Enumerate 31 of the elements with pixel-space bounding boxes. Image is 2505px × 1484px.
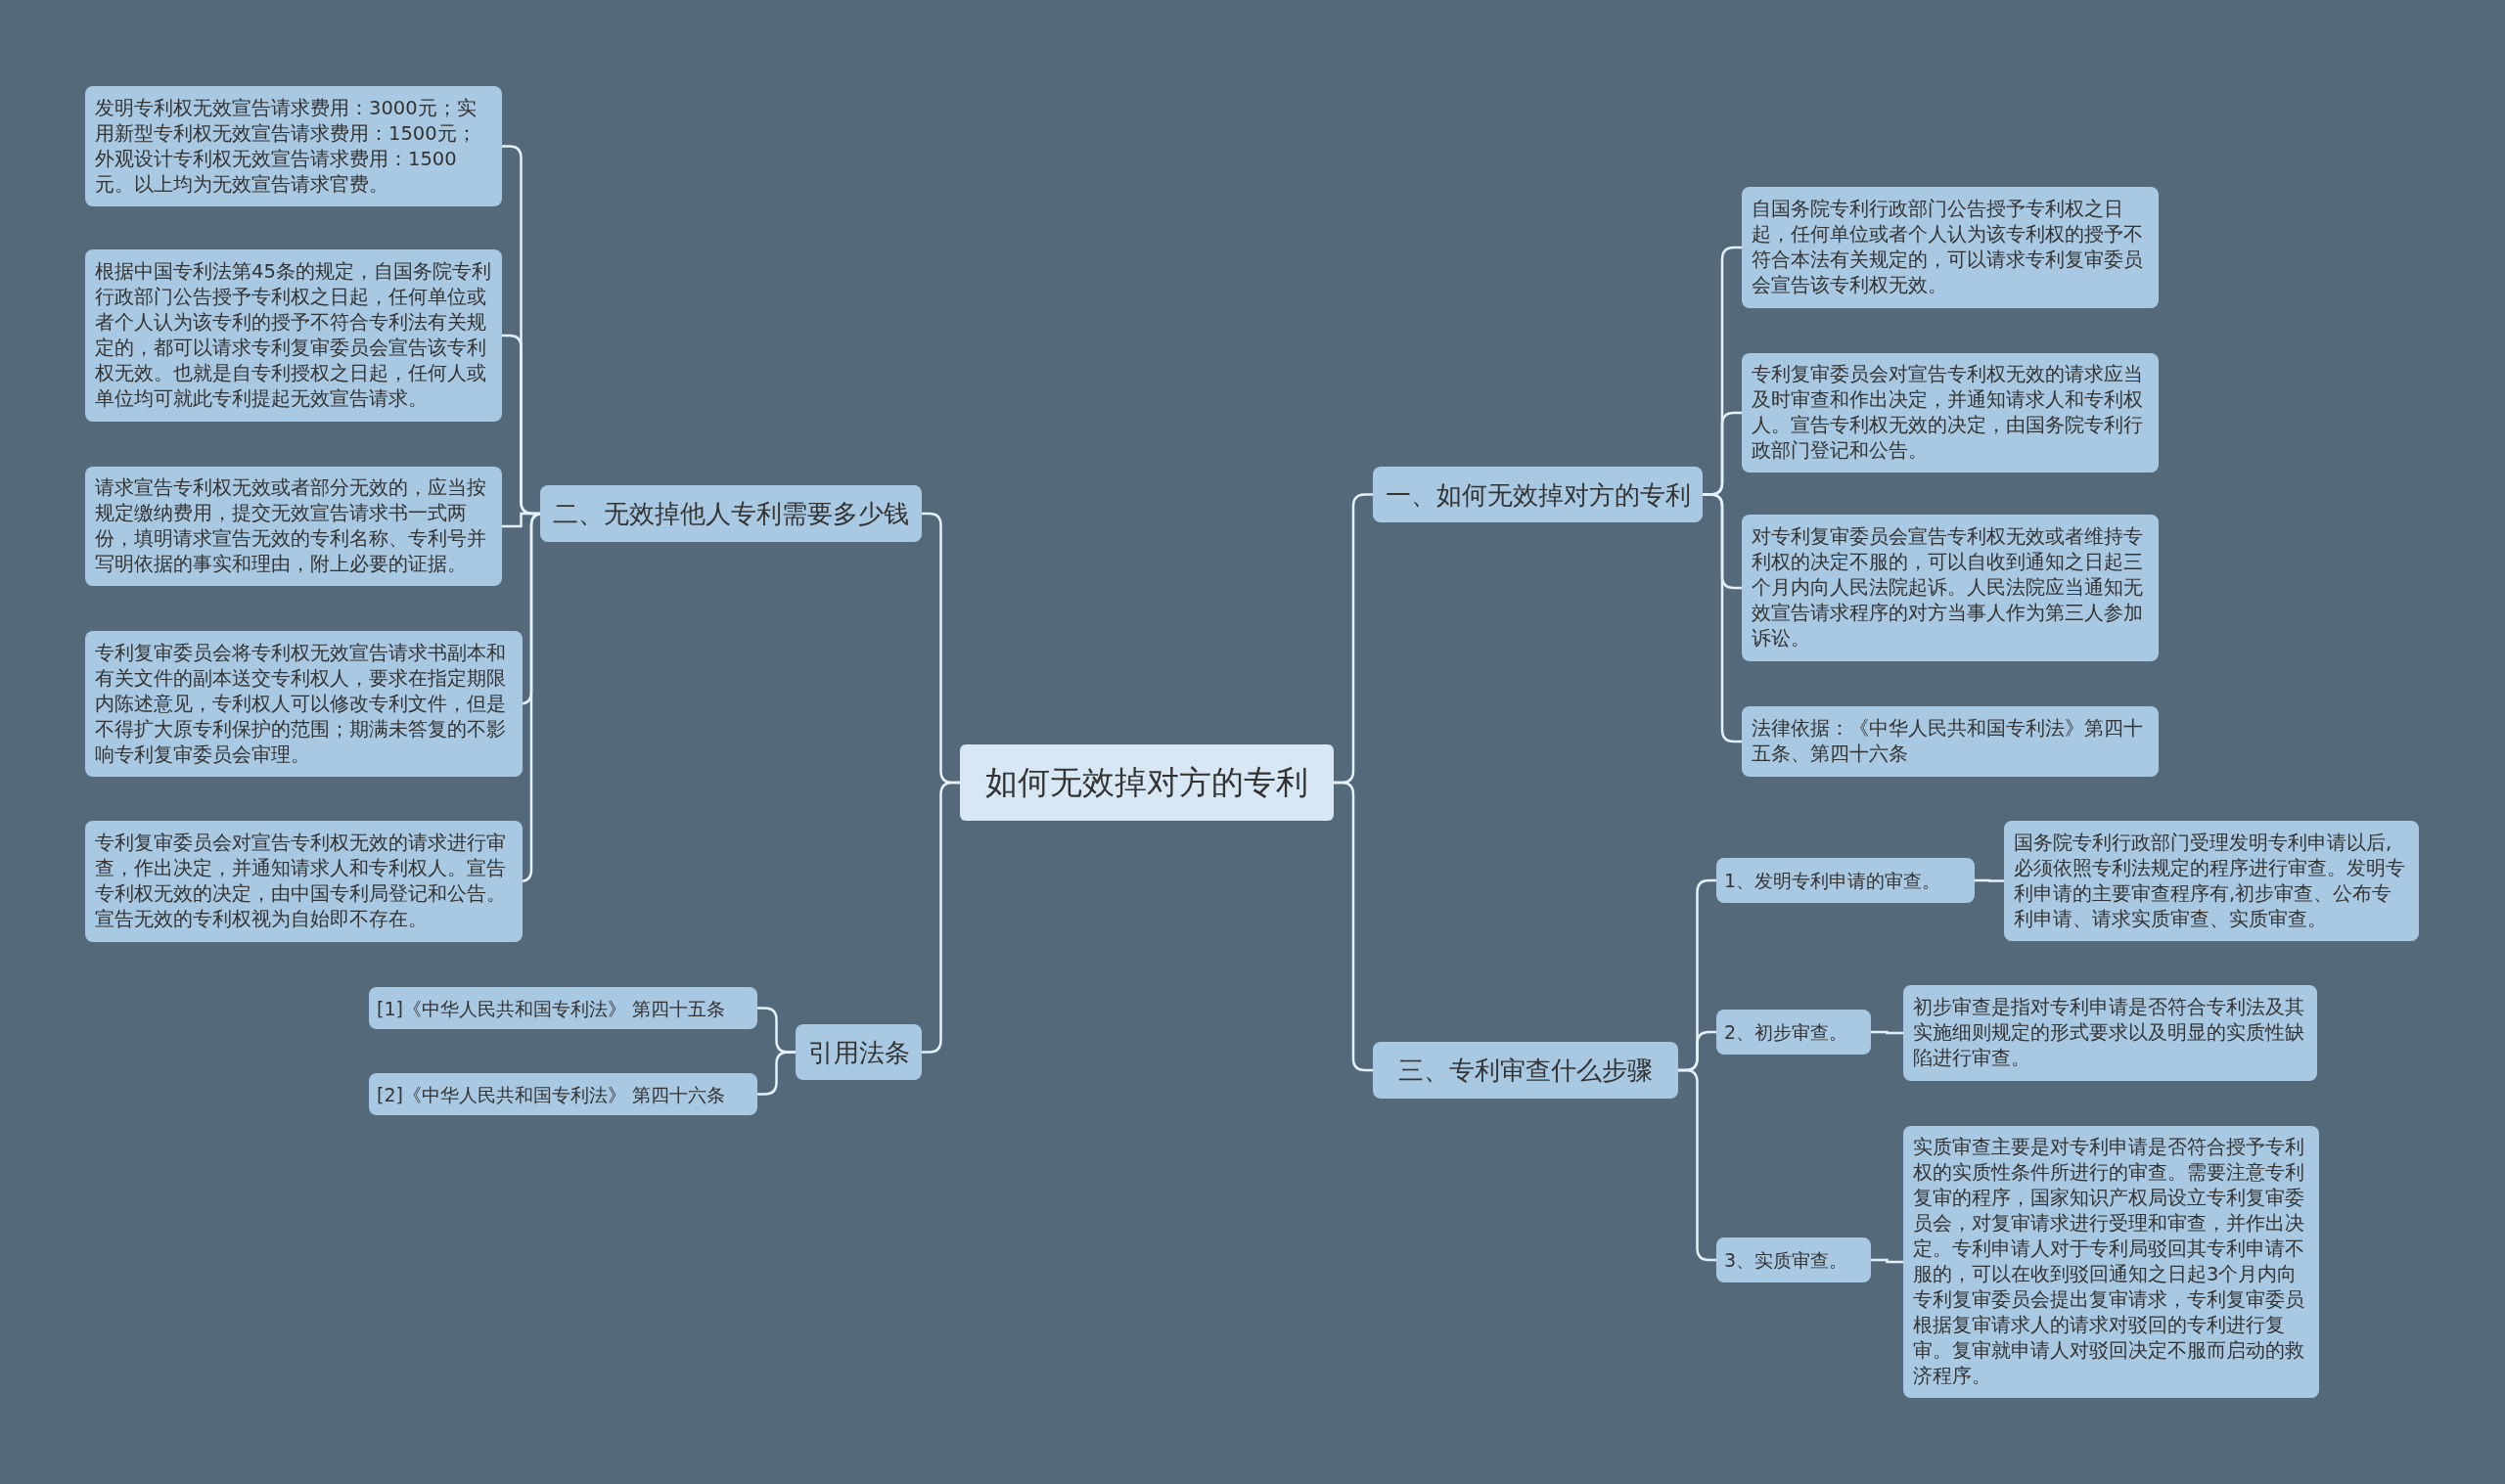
note-box: 对专利复审委员会宣告专利权无效或者维持专利权的决定不服的，可以自收到通知之日起三个月内向人民法院起诉。人民法院应当通知无效宣告请求程序的对方当事人作为第三人参加诉讼。 bbox=[1742, 515, 2159, 661]
subtopic-box: 2、初步审查。 bbox=[1716, 1010, 1871, 1055]
note-box: 专利复审委员会对宣告专利权无效的请求应当及时审查和作出决定，并通知请求人和专利权人。宣告专利权无效的决定，由国务院专利行政部门登记和公告。 bbox=[1742, 353, 2159, 472]
connector-line bbox=[1703, 493, 1742, 743]
note-box: 自国务院专利行政部门公告授予专利权之日起，任何单位或者个人认为该专利权的授予不符合本法有关规定的，可以请求专利复审委员会宣告该专利权无效。 bbox=[1742, 187, 2159, 308]
note-box: 发明专利权无效宣告请求费用：3000元；实用新型专利权无效宣告请求费用：1500元；外观设计专利权无效宣告请求费用：1500元。以上均为无效宣告请求官费。 bbox=[85, 86, 502, 206]
note-box: 初步审查是指对专利申请是否符合专利法及其实施细则规定的形式要求以及明显的实质性缺陷进行审查。 bbox=[1903, 985, 2317, 1081]
connector-line bbox=[1678, 1068, 1716, 1262]
branch-topic: 二、无效掉他人专利需要多少钱 bbox=[540, 485, 922, 542]
note-box: 实质审查主要是对专利申请是否符合授予专利权的实质性条件所进行的审查。需要注意专利复审的程序，国家知识产权局设立专利复审委员会，对复审请求进行受理和审查，并作出决定。专利申请人对于专利局驳回其专利申请不服的，可以在收到驳回通知之日起3个月内向专利复审委员会提出复审请求，专利复审委员根据复审请求人的请求对驳回的专利进行复审。复审就申请人对驳回决定不服而启动的救济程序。 bbox=[1903, 1126, 2319, 1398]
connector-line bbox=[922, 781, 960, 1054]
note-box: 专利复审委员会将专利权无效宣告请求书副本和有关文件的副本送交专利权人，要求在指定期限内陈述意见，专利权人可以修改专利文件，但是不得扩大原专利保护的范围；期满未答复的不影响专利复审委员会审理。 bbox=[85, 631, 523, 777]
note-box: 国务院专利行政部门受理发明专利申请以后,必须依照专利法规定的程序进行审查。发明专利申请的主要审查程序有,初步审查、公布专利申请、请求实质审查、实质审查。 bbox=[2004, 821, 2419, 941]
central-topic: 如何无效掉对方的专利 bbox=[960, 744, 1334, 821]
subtopic-box: 3、实质审查。 bbox=[1716, 1237, 1871, 1282]
subtopic-box: 1、发明专利申请的审查。 bbox=[1716, 858, 1975, 903]
note-box: 请求宣告专利权无效或者部分无效的，应当按规定缴纳费用，提交无效宣告请求书一式两份，填明请求宣告无效的专利名称、专利号并写明依据的事实和理由，附上必要的证据。 bbox=[85, 467, 502, 586]
note-box: 专利复审委员会对宣告专利权无效的请求进行审查，作出决定，并通知请求人和专利权人。宣告专利权无效的决定，由中国专利局登记和公告。宣告无效的专利权视为自始即不存在。 bbox=[85, 821, 523, 942]
subtopic-box: [1]《中华人民共和国专利法》 第四十五条 bbox=[369, 987, 757, 1029]
connector-line bbox=[1871, 1030, 1903, 1035]
connector-line bbox=[1334, 781, 1373, 1072]
note-box: 根据中国专利法第45条的规定，自国务院专利行政部门公告授予专利权之日起，任何单位或者个人认为该专利的授予不符合专利法有关规定的，都可以请求专利复审委员会宣告该专利权无效。也就是自专利授权之日起，任何人或单位均可就此专利提起无效宣告请求。 bbox=[85, 249, 502, 422]
branch-topic: 引用法条 bbox=[796, 1024, 922, 1080]
note-box: 法律依据：《中华人民共和国专利法》第四十五条、第四十六条 bbox=[1742, 706, 2159, 777]
branch-topic: 三、专利审查什么步骤 bbox=[1373, 1042, 1678, 1099]
connector-line bbox=[1871, 1258, 1903, 1264]
connector-line bbox=[757, 1051, 796, 1096]
subtopic-box: [2]《中华人民共和国专利法》 第四十六条 bbox=[369, 1073, 757, 1115]
connector-line bbox=[1975, 878, 2004, 882]
connector-line bbox=[502, 512, 540, 528]
branch-topic: 一、如何无效掉对方的专利 bbox=[1373, 467, 1703, 522]
